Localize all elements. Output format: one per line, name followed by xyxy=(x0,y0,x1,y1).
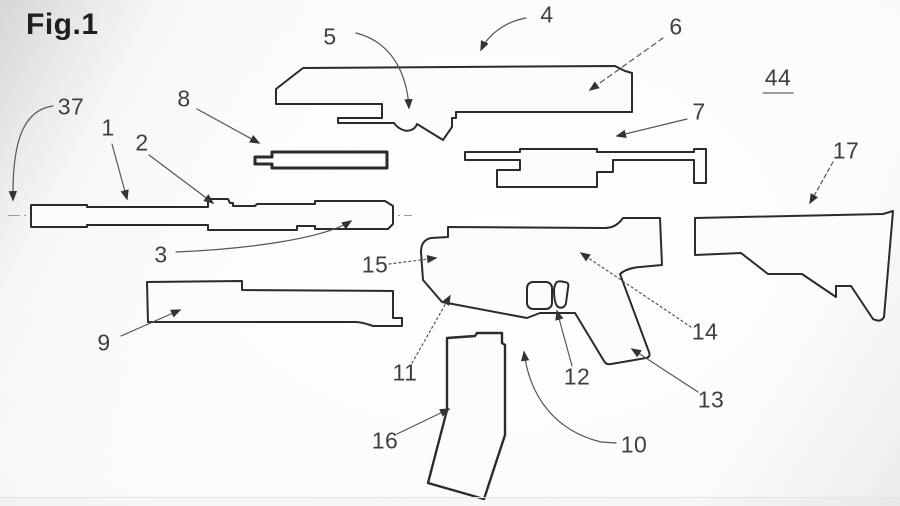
ref-numeral-13: 13 xyxy=(697,386,725,413)
part-bolt-carrier xyxy=(464,148,707,188)
part-handguard xyxy=(146,280,403,327)
ref-numeral-10: 10 xyxy=(620,431,648,458)
ref-numeral-11: 11 xyxy=(392,359,418,386)
leader-17 xyxy=(809,161,834,205)
ref-numeral-3: 3 xyxy=(154,241,168,268)
part-gas-rod xyxy=(253,150,389,170)
ref-numeral-4: 4 xyxy=(540,1,554,28)
ref-numeral-9: 9 xyxy=(97,329,111,356)
ref-numeral-1: 1 xyxy=(101,114,115,141)
ref-numeral-37: 37 xyxy=(57,93,85,120)
leader-37 xyxy=(8,105,54,202)
ref-numeral-12: 12 xyxy=(563,363,591,390)
leader-16 xyxy=(396,408,451,435)
part-upper-receiver xyxy=(275,65,633,141)
part-trigger xyxy=(553,280,570,309)
figure-title: Fig.1 xyxy=(26,8,99,41)
leader-15 xyxy=(388,254,438,265)
leader-5 xyxy=(355,32,413,110)
ref-numeral-16: 16 xyxy=(371,427,399,454)
page-bottom-edge xyxy=(0,497,900,506)
leader-7 xyxy=(615,118,688,138)
ref-numeral-7: 7 xyxy=(692,98,706,125)
ref-numeral-15: 15 xyxy=(361,251,389,278)
leader-3 xyxy=(175,220,353,253)
leader-12 xyxy=(555,309,573,367)
ref-numeral-17: 17 xyxy=(832,137,860,164)
ref-numeral-5: 5 xyxy=(323,23,337,50)
leader-6 xyxy=(588,37,664,91)
part-buttstock xyxy=(694,210,894,322)
ref-numeral-44: 44 xyxy=(762,66,794,94)
leader-9 xyxy=(120,309,182,337)
part-barrel xyxy=(30,198,394,231)
leader-11 xyxy=(411,294,451,364)
leader-8 xyxy=(196,108,261,144)
ref-numeral-8: 8 xyxy=(177,85,191,112)
part-trigger-guard xyxy=(526,281,553,310)
ref-numeral-14: 14 xyxy=(691,318,719,345)
leader-13 xyxy=(630,348,699,393)
leader-4 xyxy=(480,17,527,52)
leader-14 xyxy=(579,252,692,328)
ref-numeral-2: 2 xyxy=(135,129,149,156)
leader-2 xyxy=(148,154,215,204)
ref-numeral-6: 6 xyxy=(669,13,683,40)
leader-1 xyxy=(111,143,129,201)
leader-10 xyxy=(520,350,617,444)
part-magazine xyxy=(426,331,507,501)
